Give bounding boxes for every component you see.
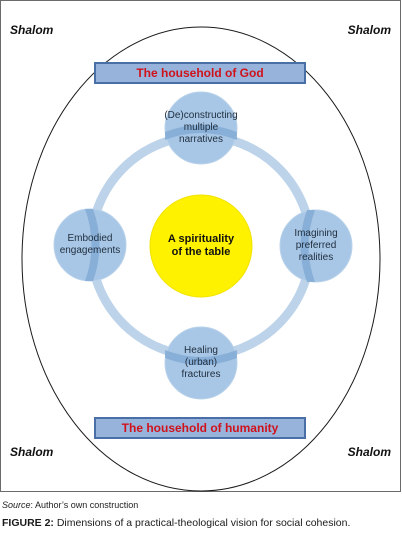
shalom-top-left: Shalom <box>10 23 54 37</box>
node-left-circle <box>53 208 127 282</box>
node-left-label: Embodied engagements <box>59 233 121 256</box>
node-right-circle <box>279 209 353 283</box>
diagram-canvas <box>21 26 381 492</box>
figure-caption: FIGURE 2: Dimensions of a practical-theo… <box>2 517 402 529</box>
node-top-circle <box>164 91 238 165</box>
banner-household-of-god: The household of God <box>94 62 306 84</box>
source-label: Source <box>2 500 31 510</box>
shalom-top-right: Shalom <box>347 23 391 37</box>
figure-tag: FIGURE 2: <box>2 517 54 529</box>
center-label: A spirituality of the table <box>167 233 235 258</box>
center-circle <box>149 194 253 298</box>
node-bottom-label: Healing (urban) fractures <box>181 345 221 380</box>
node-right-label: Imagining preferred realities <box>294 228 338 263</box>
node-bottom-circle <box>164 326 238 400</box>
source-note: Source: Author’s own construction <box>2 500 138 510</box>
node-top-label: (De)constructing multiple narratives <box>164 110 238 145</box>
caption-text: Dimensions of a practical-theological vi… <box>53 517 351 529</box>
shalom-bottom-right: Shalom <box>347 445 391 459</box>
shalom-bottom-left: Shalom <box>10 445 54 459</box>
outer-ellipse <box>21 26 381 492</box>
banner-household-of-humanity: The household of humanity <box>94 417 306 439</box>
source-text: : Author’s own construction <box>30 500 139 510</box>
